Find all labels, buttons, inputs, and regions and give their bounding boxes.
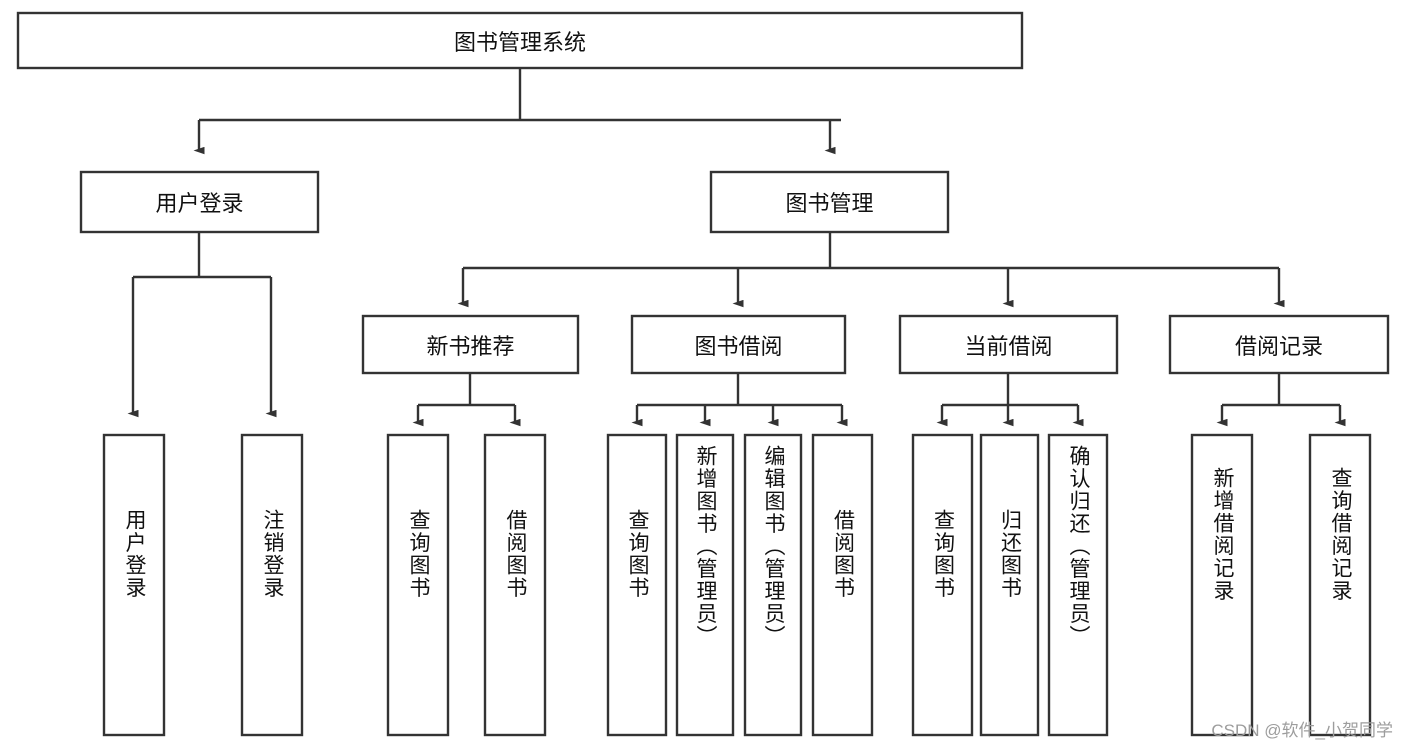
node-leaf-borrow-book[interactable] — [811, 433, 874, 737]
node-root-book-management-system[interactable] — [16, 11, 1024, 70]
node-leaf-add-book-admin[interactable] — [675, 433, 735, 737]
node-borrow-record[interactable] — [1168, 314, 1390, 375]
watermark-text: CSDN @软件_小贺同学 — [1211, 721, 1393, 740]
node-book-management[interactable] — [709, 170, 950, 234]
node-leaf-query-book-borrow[interactable] — [606, 433, 668, 737]
node-leaf-borrow-book-newbook[interactable] — [483, 433, 547, 737]
node-leaf-query-borrow-record[interactable] — [1308, 433, 1372, 737]
node-leaf-add-borrow-record[interactable] — [1190, 433, 1254, 737]
node-leaf-logout[interactable] — [240, 433, 304, 737]
connector-bookmgmt-to-level3 — [457, 232, 1285, 308]
node-new-book-recommend[interactable] — [361, 314, 580, 375]
connector-userlogin-to-leaves — [127, 232, 277, 418]
connector-bookborrow-to-leaves — [631, 373, 848, 427]
connector-currentborrow-to-leaves — [936, 373, 1084, 427]
node-book-borrow[interactable] — [630, 314, 847, 375]
watermark: CSDN @软件_小贺同学 — [1211, 716, 1393, 741]
node-leaf-confirm-return-admin[interactable] — [1047, 433, 1109, 737]
node-leaf-query-book-current[interactable] — [911, 433, 974, 737]
node-leaf-user-login[interactable] — [102, 433, 166, 737]
node-leaf-return-book[interactable] — [979, 433, 1040, 737]
node-user-login[interactable] — [79, 170, 320, 234]
node-leaf-query-book-newbook[interactable] — [386, 433, 450, 737]
connector-newbook-to-leaves — [412, 373, 521, 427]
node-current-borrow[interactable] — [898, 314, 1119, 375]
connector-root-to-level2 — [193, 68, 841, 155]
node-leaf-edit-book-admin[interactable] — [743, 433, 803, 737]
connector-borrowrecord-to-leaves — [1216, 373, 1346, 427]
